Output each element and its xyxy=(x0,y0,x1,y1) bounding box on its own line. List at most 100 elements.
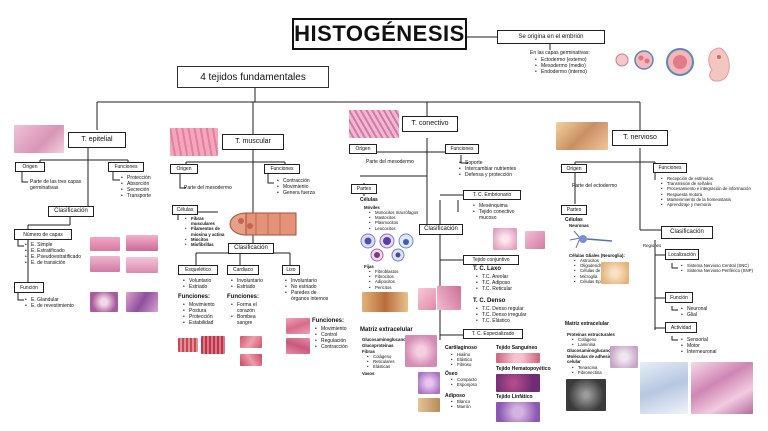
regions-label: Regiones xyxy=(643,243,662,248)
muscular-origin-text: Parte del mesodermo xyxy=(184,185,232,191)
cartilage-label: Cartilaginoso xyxy=(445,345,477,351)
mobile-cells-label: Móviles xyxy=(364,205,380,210)
list-item: Microglía xyxy=(573,274,633,279)
nervous-cells-label: Células xyxy=(565,217,583,223)
list-item: No estriado xyxy=(284,284,334,290)
list-item: Contracción xyxy=(314,344,364,350)
list-item: Adipocitos xyxy=(368,279,418,284)
connective-functions: Funciones xyxy=(445,144,479,154)
adipose-list: Blanco Marrón xyxy=(450,399,490,410)
germ-layer-item: Mesodermo (medio) xyxy=(534,63,624,69)
list-item: Transmisión de señales xyxy=(660,181,760,186)
epithelial-layers-list: E. Simple E. Estratificado E. Pseudoestr… xyxy=(24,242,94,266)
list-item: Monocitos macrófagos xyxy=(368,210,428,215)
connective-parts: Partes xyxy=(351,184,377,194)
bone-label: Óseo xyxy=(445,371,458,377)
list-item: Células Ependimarias xyxy=(573,279,633,284)
list-item: T.C. Reticular xyxy=(475,286,530,292)
list-item: Hialino xyxy=(450,352,490,357)
nerve-micrograph xyxy=(640,362,688,414)
glia-illustration xyxy=(601,262,629,284)
list-item: Forma el corazón xyxy=(230,302,266,314)
dense-ct-label: T. C. Denso xyxy=(473,298,506,304)
list-item: Elástico xyxy=(450,357,490,362)
loose-ct-micrograph xyxy=(437,286,461,310)
list-item: T.C. Denso irregular xyxy=(475,312,537,318)
origin-subtitle: En las capas germinativas: xyxy=(530,50,590,56)
nervous-micrograph xyxy=(556,122,608,150)
list-item: Tejido conectivo mucoso xyxy=(472,209,528,221)
list-item: Contracción xyxy=(276,178,336,184)
proper-ct: Tejido conjuntivo xyxy=(463,255,519,265)
list-item: Sistema Nervioso Periférico (SNP) xyxy=(680,268,760,273)
muscle-micrograph xyxy=(170,128,218,156)
neuron-illustration xyxy=(569,230,613,249)
list-item: Oligodendrocitos xyxy=(573,263,633,268)
nervous-functions: Funciones xyxy=(653,163,687,173)
list-item: Absorción xyxy=(120,181,170,187)
page-title: HISTOGÉNESIS xyxy=(292,18,467,50)
germ-layers-list: Ectodermo (externo) Mesodermo (medio) En… xyxy=(534,57,624,75)
adipose-label: Adiposo xyxy=(445,393,465,399)
list-item: E. Simple xyxy=(24,242,94,248)
nervous-origin: Origen xyxy=(561,164,587,173)
skeletal-micrograph xyxy=(201,336,225,354)
germ-layer-item: Ectodermo (externo) xyxy=(534,57,624,63)
list-item: Fibras musculares xyxy=(184,216,228,226)
nervous-matrix-micrograph xyxy=(566,379,606,411)
list-item: Sensorial xyxy=(680,337,740,343)
list-item: Protección xyxy=(182,314,232,320)
skeletal-functions-label: Funciones: xyxy=(178,294,211,300)
cardiac-list: Involuntario Estriado xyxy=(230,278,280,290)
list-item: Esponjoso xyxy=(450,382,490,387)
lymphatic-label: Tejido Linfático xyxy=(496,394,533,400)
list-item: Astrocitos xyxy=(573,258,633,263)
list-item: Movimiento xyxy=(182,302,232,308)
list-item: Mastocitos xyxy=(368,215,428,220)
location-box: Localización xyxy=(665,249,699,260)
list-item: Estabilidad xyxy=(182,320,232,326)
list-item: Plasmocitos xyxy=(368,220,428,225)
list-item: Sistema Nervioso Central (SNC) xyxy=(680,263,760,268)
skeletal-list: Voluntario Estriado xyxy=(182,278,232,290)
hematopoietic-micrograph xyxy=(496,374,540,392)
epithelial-functions-list: Protección Absorción Secreción Transport… xyxy=(120,175,170,199)
epithelial-title: T. epitelial xyxy=(68,132,126,148)
location-list: Sistema Nervioso Central (SNC) Sistema N… xyxy=(680,263,760,274)
lining-micrograph xyxy=(126,292,158,312)
epithelial-micrograph xyxy=(14,125,64,153)
list-item: Miocitos xyxy=(184,237,228,242)
nervous-functions-list: Recepción de estímulos Transmisión de se… xyxy=(660,176,760,207)
list-item: Neuronal xyxy=(680,306,730,312)
muscular-cells: Células xyxy=(172,205,198,215)
neurons-label: Neuronas xyxy=(569,223,589,228)
list-item: Interneuronal xyxy=(680,349,740,355)
connective-title: T. conectivo xyxy=(402,116,458,132)
connective-fibers-list: Colágeno Reticulares Elásticas xyxy=(366,354,406,370)
muscular-functions: Funciones xyxy=(264,164,300,174)
list-item: Transporte xyxy=(120,193,170,199)
list-item: T.C. Denso regular xyxy=(475,306,537,312)
list-item: T.C. Areolar xyxy=(475,274,530,280)
list-item: Voluntario xyxy=(182,278,232,284)
fixed-cells-label: Fijas xyxy=(364,264,374,269)
glia-list: Astrocitos Oligodendrocitos Células de S… xyxy=(573,258,633,284)
origin-title-box: Se origina en el embrión xyxy=(497,30,605,44)
dense-ct-list: T.C. Denso regular T.C. Denso irregular … xyxy=(475,306,537,324)
list-item: Bombea sangre xyxy=(230,314,266,326)
specialized-ct: T. C. Especializado xyxy=(463,329,523,339)
connective-gag: Glucosaminoglucanos xyxy=(362,337,409,342)
list-item: Defensa y protección xyxy=(458,172,538,178)
cartilage-list: Hialino Elástico Fibroso xyxy=(450,352,490,368)
matrix-micrograph xyxy=(405,335,437,367)
list-item: Soporte xyxy=(458,160,538,166)
list-item: Fibroblastos xyxy=(368,269,418,274)
list-item: Colágeno xyxy=(366,354,406,359)
muscle-fiber-illustration xyxy=(229,212,297,236)
list-item: Respuesta motora xyxy=(660,192,760,197)
skeletal-micrograph xyxy=(178,338,198,352)
list-item: Estriado xyxy=(230,284,280,290)
list-item: Aprendizaje y memoria xyxy=(660,202,760,207)
lymphatic-micrograph xyxy=(496,402,540,422)
adhesion-molecules-label: Moléculas de adhesión celular xyxy=(567,354,615,365)
